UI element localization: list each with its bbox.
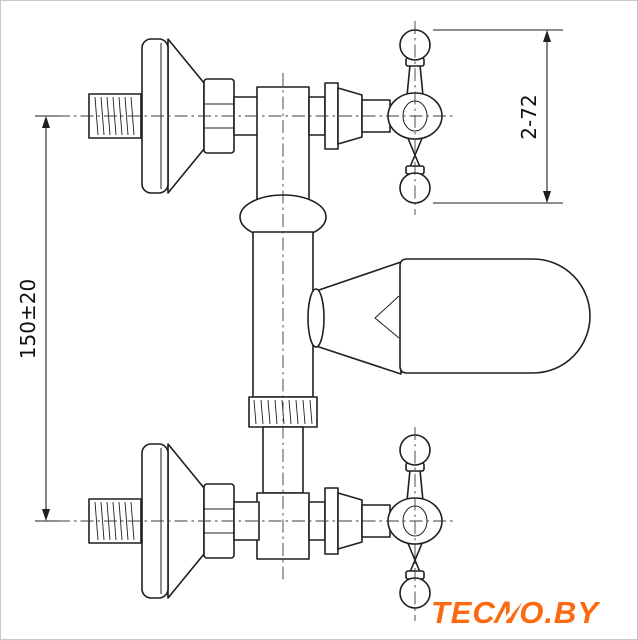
lever-cone (315, 261, 402, 375)
lever-handle (399, 258, 591, 374)
faucet-body-upper (256, 82, 391, 202)
dimension-left: 150±20 (16, 115, 59, 522)
logo-part-1: TEC (430, 595, 496, 630)
dimension-label-left: 150±20 (16, 279, 40, 359)
dimension-label-right: 2-72 (517, 94, 541, 139)
dimension-right: 2-72 (433, 29, 563, 204)
thread-hatch-middle (253, 399, 313, 425)
logo-part-3: O.BY (519, 595, 599, 630)
faucet-body-lower (256, 487, 391, 560)
thread-hatch-top (94, 96, 135, 136)
centerlines (57, 21, 453, 621)
lever-chevron-mark (374, 295, 400, 339)
